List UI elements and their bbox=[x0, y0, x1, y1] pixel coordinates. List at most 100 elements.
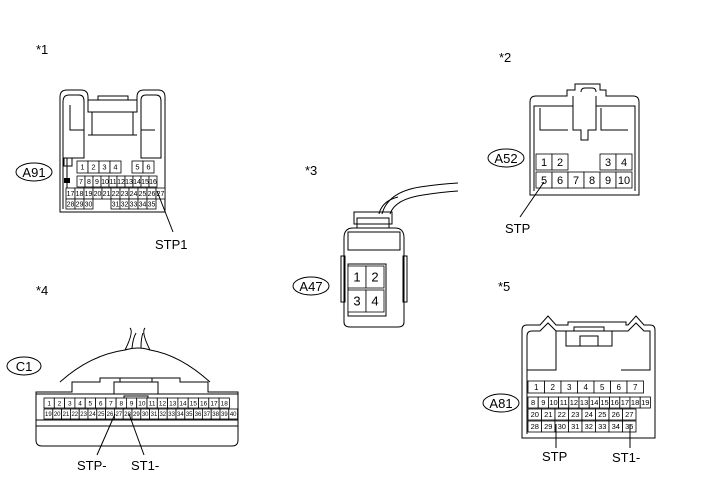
pin-label: 6 bbox=[99, 400, 103, 407]
pin-label: 12 bbox=[159, 400, 167, 407]
pin-label: 3 bbox=[68, 400, 72, 407]
pin-label: 31 bbox=[571, 422, 579, 431]
pin-label: 25 bbox=[98, 412, 105, 418]
pin-label: 7 bbox=[109, 400, 113, 407]
pin-label: 5 bbox=[89, 400, 93, 407]
signal-st1-minus-a81: ST1- bbox=[612, 450, 640, 465]
pin-label: 4 bbox=[584, 383, 589, 392]
pin-label: 34 bbox=[177, 412, 184, 418]
pin-label: 29 bbox=[76, 202, 84, 209]
pin-label: 2 bbox=[371, 270, 378, 285]
pin-label: 21 bbox=[103, 191, 111, 198]
pin-label: 1 bbox=[534, 383, 539, 392]
pin-label: 28 bbox=[531, 422, 539, 431]
pin-label: 10 bbox=[101, 179, 109, 186]
tag-c1-oval bbox=[6, 356, 42, 376]
marker-2: *2 bbox=[499, 50, 511, 65]
pin-label: 16 bbox=[611, 398, 619, 407]
pin-label: 24 bbox=[585, 410, 593, 419]
pin-label: 17 bbox=[67, 191, 75, 198]
pin-label: 6 bbox=[146, 163, 150, 172]
pin-label: 13 bbox=[169, 400, 177, 407]
pin-label: 2 bbox=[551, 383, 556, 392]
pin-label: 31 bbox=[151, 412, 158, 418]
pin-label: 25 bbox=[598, 410, 606, 419]
pin-cell bbox=[83, 198, 94, 210]
pin-cell bbox=[146, 198, 157, 210]
pin-label: 26 bbox=[148, 191, 156, 198]
pin-label: 4 bbox=[621, 157, 627, 169]
pin-label: 26 bbox=[612, 410, 620, 419]
pin-cell bbox=[102, 199, 111, 209]
pin-label: 16 bbox=[149, 179, 157, 186]
pin-label: 17 bbox=[210, 400, 218, 407]
pin-cell bbox=[121, 161, 132, 173]
pin-cell bbox=[584, 154, 600, 170]
tag-a52-oval bbox=[487, 148, 525, 168]
pin-label: 15 bbox=[141, 179, 149, 186]
pin-label: 9 bbox=[130, 400, 134, 407]
pin-label: 18 bbox=[631, 398, 639, 407]
pin-label: 22 bbox=[71, 412, 78, 418]
pin-label: 1 bbox=[353, 270, 360, 285]
tag-c1: C1 bbox=[16, 359, 33, 374]
signal-st1-minus-c1: ST1- bbox=[131, 458, 159, 473]
pin-label: 15 bbox=[190, 400, 198, 407]
pin-label: 13 bbox=[125, 179, 133, 186]
pin-label: 35 bbox=[186, 412, 193, 418]
pin-cell bbox=[622, 408, 637, 421]
pin-label: 27 bbox=[115, 412, 122, 418]
pin-label: 37 bbox=[203, 412, 210, 418]
pin-label: 33 bbox=[130, 202, 138, 209]
pin-cell bbox=[142, 160, 155, 174]
pin-cell bbox=[615, 153, 633, 171]
tag-a81: A81 bbox=[489, 396, 512, 411]
signal-stp-minus: STP- bbox=[77, 458, 107, 473]
pin-label: 24 bbox=[89, 412, 96, 418]
pin-label: 34 bbox=[612, 422, 620, 431]
pin-label: 32 bbox=[585, 422, 593, 431]
pin-label: 27 bbox=[157, 191, 165, 198]
pin-label: 6 bbox=[557, 175, 563, 187]
pin-label: 12 bbox=[117, 179, 125, 186]
pin-label: 32 bbox=[121, 202, 129, 209]
pin-label: 5 bbox=[541, 175, 547, 187]
pin-label: 9 bbox=[95, 179, 99, 186]
pin-label: 2 bbox=[557, 157, 563, 169]
pin-label: 15 bbox=[600, 398, 608, 407]
marker-5: *5 bbox=[498, 279, 510, 294]
pin-label: 11 bbox=[149, 400, 156, 407]
pin-label: 12 bbox=[570, 398, 578, 407]
pin-label: 19 bbox=[45, 412, 52, 418]
pin-label: 22 bbox=[558, 410, 566, 419]
marker-4: *4 bbox=[36, 283, 48, 298]
pin-label: 7 bbox=[573, 175, 579, 187]
pin-label: 40 bbox=[230, 412, 237, 418]
pin-label: 2 bbox=[91, 163, 95, 172]
pin-label: 35 bbox=[148, 202, 156, 209]
pin-label: 20 bbox=[531, 410, 539, 419]
pin-label: 11 bbox=[560, 398, 568, 407]
signal-stp-a81: STP bbox=[542, 449, 567, 464]
pin-label: 13 bbox=[580, 398, 588, 407]
pin-label: 1 bbox=[541, 157, 547, 169]
pin-label: 10 bbox=[618, 175, 630, 187]
pin-label: 34 bbox=[139, 202, 147, 209]
pin-label: 16 bbox=[200, 400, 208, 407]
pin-label: 21 bbox=[63, 412, 70, 418]
pin-label: 7 bbox=[79, 179, 83, 186]
tag-a91-oval bbox=[15, 162, 53, 182]
pin-cell bbox=[639, 396, 651, 409]
pin-label: 31 bbox=[112, 202, 120, 209]
signal-stp1: STP1 bbox=[155, 237, 188, 252]
pin-label: 29 bbox=[544, 422, 552, 431]
pin-label: 33 bbox=[598, 422, 606, 431]
pin-label: 26 bbox=[107, 412, 114, 418]
pin-label: 8 bbox=[531, 398, 535, 407]
pin-cell bbox=[148, 175, 158, 188]
pin-label: 11 bbox=[109, 179, 116, 186]
pin-label: 39 bbox=[221, 412, 228, 418]
